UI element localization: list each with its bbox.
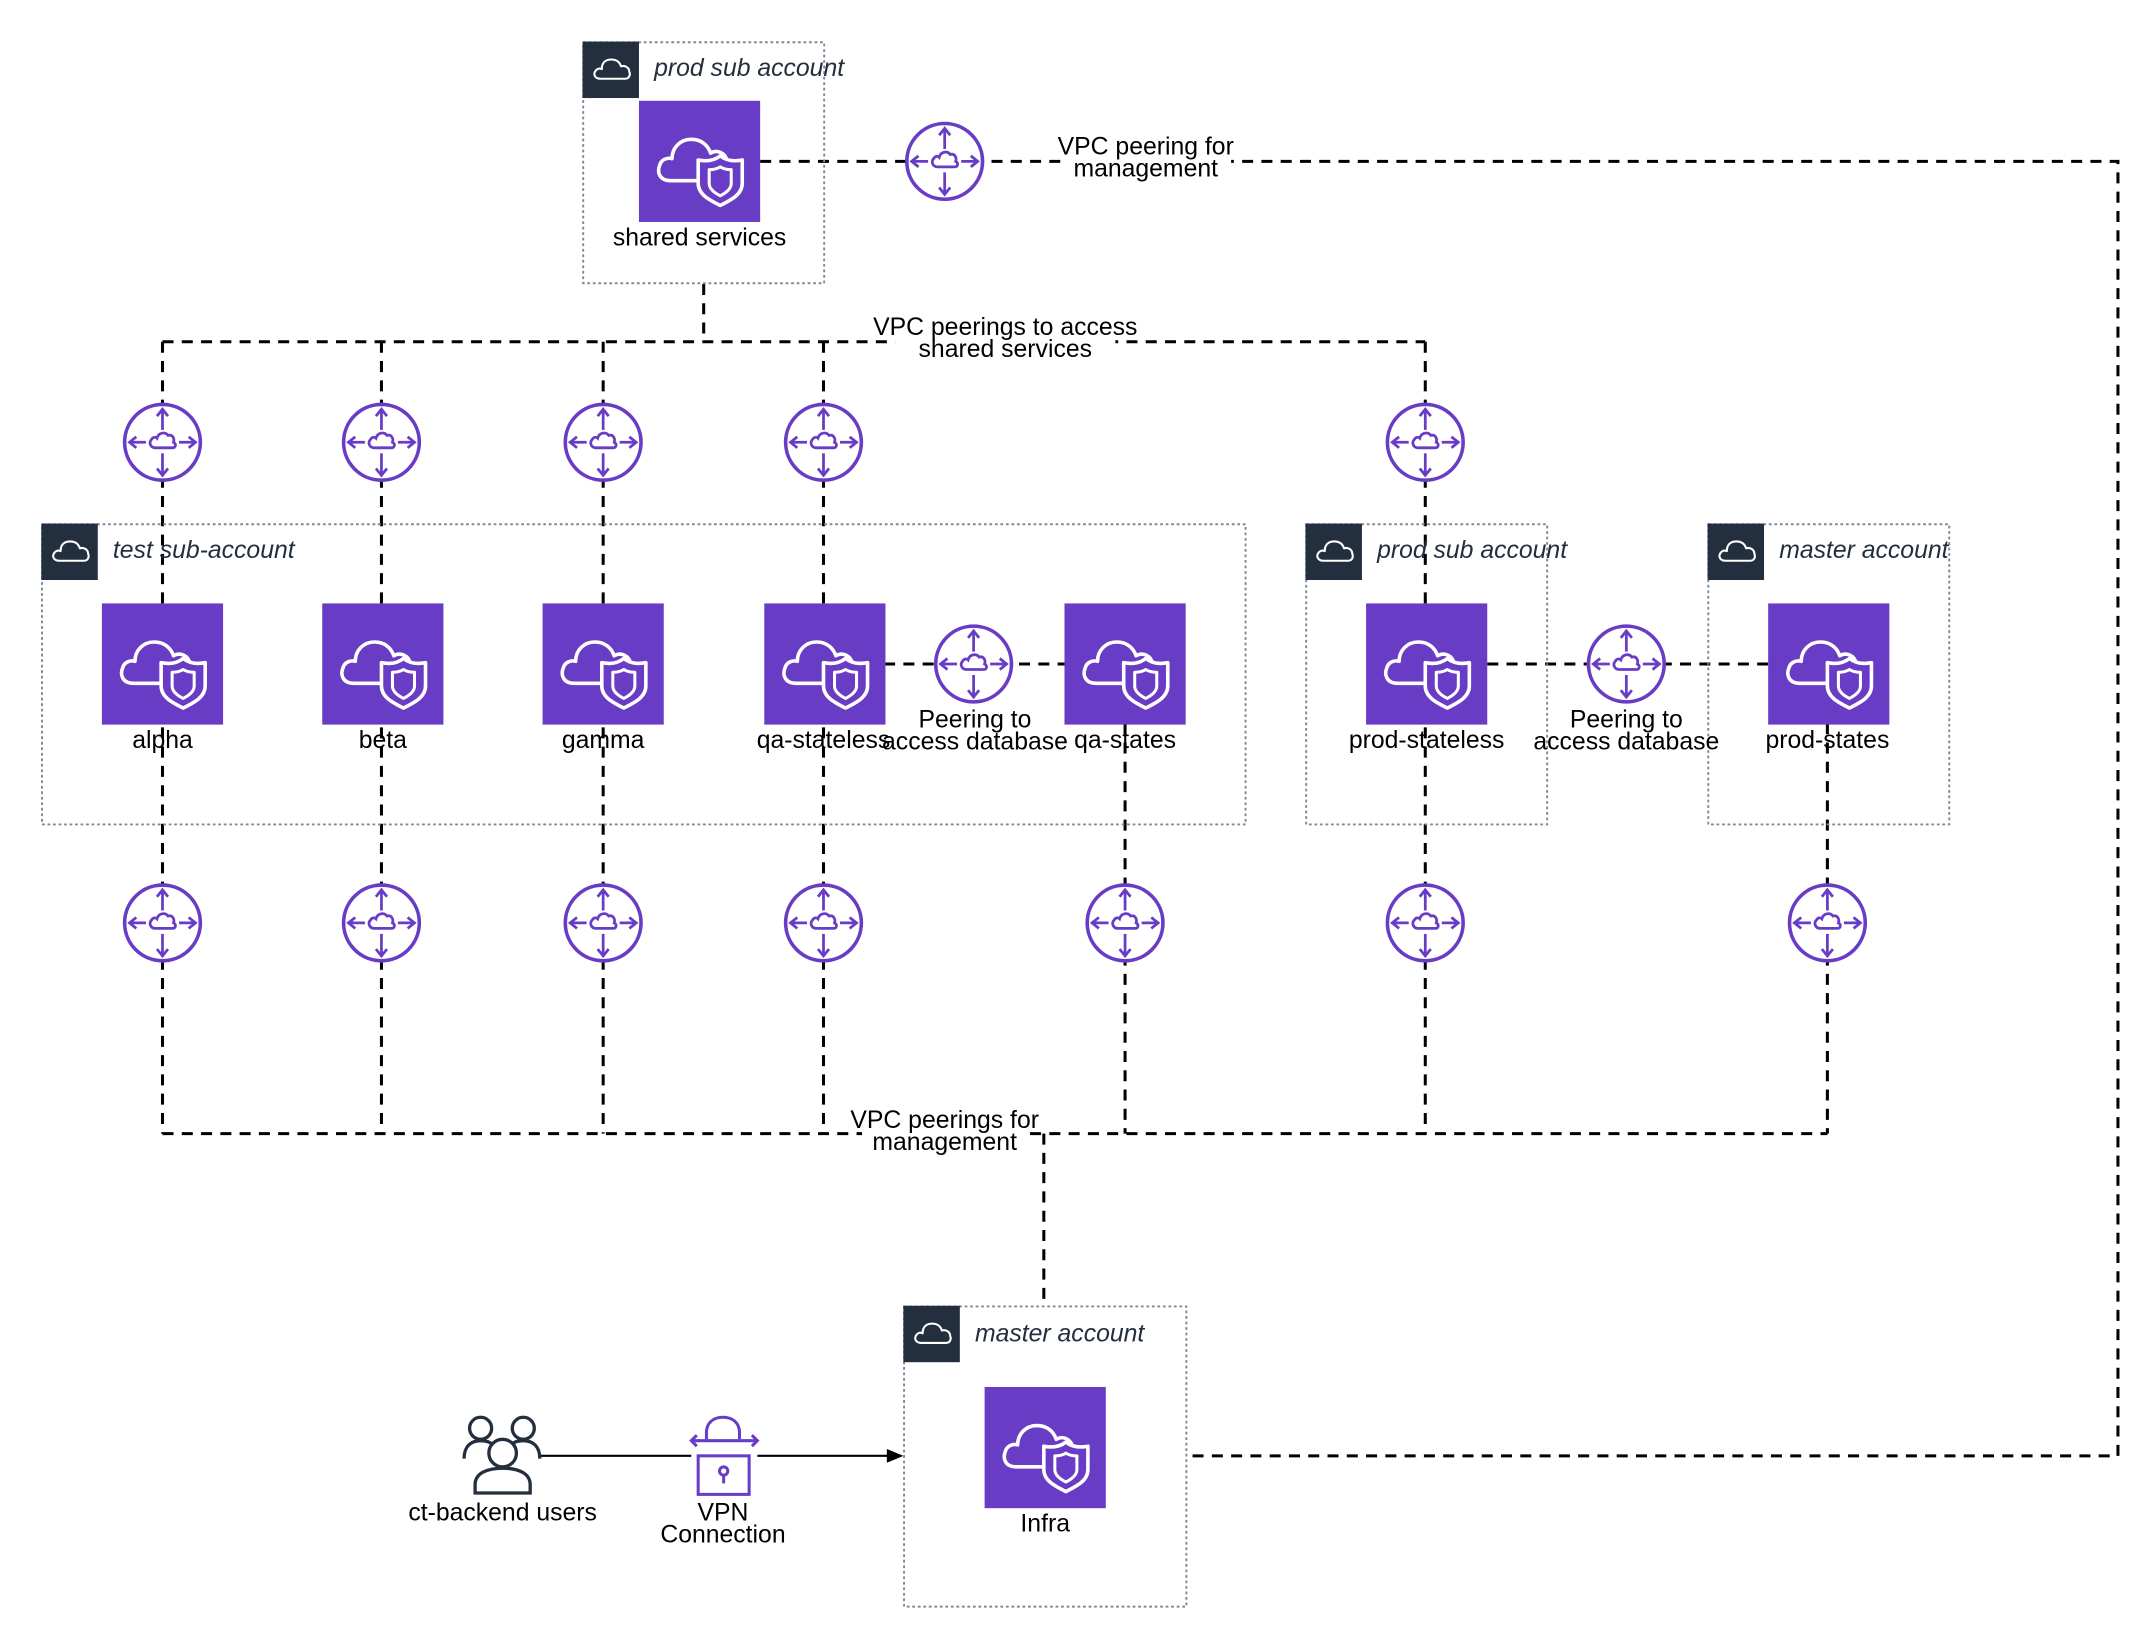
vpc-beta[interactable]: beta <box>320 601 446 754</box>
edge-label-prod-peering: Peering to access database <box>1533 706 1719 755</box>
edge-label-qa-peering: Peering to access database <box>882 706 1068 755</box>
edge-label-mgmt-top: VPC peering for management <box>1058 133 1234 185</box>
peering-router-icon <box>563 402 643 482</box>
cloud-shield-icon <box>637 98 762 224</box>
svg-text:VPC peerings for: VPC peerings for <box>850 1107 1039 1134</box>
vpc-qa-stateless[interactable]: qa-stateless <box>757 601 891 754</box>
account-prod-top: prod sub account <box>581 40 845 285</box>
users-icon <box>462 1415 542 1495</box>
edge-label-shared-access: VPC peerings to access shared services <box>873 314 1137 364</box>
peering-icons <box>122 121 1868 963</box>
vpc-label: shared services <box>613 224 786 251</box>
cloud-shield-icon <box>100 601 225 727</box>
peering-router-icon <box>341 883 422 963</box>
peering-router-icon <box>122 402 203 482</box>
users-label: ct-backend users <box>408 1500 597 1527</box>
peering-router-icon <box>563 883 643 963</box>
cloud-shield-icon <box>982 1385 1108 1510</box>
cloud-shield-icon <box>1062 601 1188 727</box>
cloud-account-icon <box>581 40 640 100</box>
vpn-node[interactable]: VPN Connection <box>660 1415 786 1549</box>
vpn-label-line2: Connection <box>660 1522 785 1549</box>
peering-router-icon <box>1385 883 1465 963</box>
vpc-label: beta <box>359 727 407 754</box>
vpc-label: qa-stateless <box>757 727 891 754</box>
peering-router-icon <box>783 402 864 482</box>
peering-router-icon <box>341 402 422 482</box>
vpn-label-line1: VPN <box>697 1500 748 1527</box>
vpc-alpha[interactable]: alpha <box>100 601 225 754</box>
peering-router-icon <box>1586 624 1666 704</box>
cloud-shield-icon <box>1364 601 1490 727</box>
peering-router-icon <box>905 121 985 202</box>
cloud-account-icon <box>1304 522 1363 582</box>
vpc-label: Infra <box>1020 1511 1070 1538</box>
account-label: master account <box>1779 537 1949 564</box>
vpc-label: qa-states <box>1074 727 1176 754</box>
account-label: test sub-account <box>113 537 296 564</box>
svg-text:Peering to: Peering to <box>1570 706 1683 733</box>
vpc-label: gamma <box>562 727 645 754</box>
vpc-gamma[interactable]: gamma <box>540 601 666 754</box>
svg-text:shared services: shared services <box>919 336 1092 363</box>
account-test: test sub-account <box>40 522 1247 826</box>
cloud-shield-icon <box>762 601 888 727</box>
vpc-prod-states[interactable]: prod-states <box>1765 601 1892 754</box>
svg-text:access database: access database <box>882 728 1068 755</box>
svg-text:VPC peering for: VPC peering for <box>1058 133 1234 160</box>
cloud-shield-icon <box>320 601 446 727</box>
account-master-bottom: master account <box>902 1304 1188 1608</box>
svg-text:access database: access database <box>1533 728 1719 755</box>
account-label: prod sub account <box>653 55 845 82</box>
svg-text:Peering to: Peering to <box>919 706 1032 733</box>
cloud-account-icon <box>40 522 99 582</box>
cloud-shield-icon <box>540 601 666 727</box>
account-label: master account <box>975 1321 1145 1348</box>
peering-router-icon <box>1787 883 1868 963</box>
vpn-lock-icon <box>689 1415 760 1496</box>
vpc-prod-stateless[interactable]: prod-stateless <box>1349 601 1505 754</box>
peering-router-icon <box>122 883 203 963</box>
vpc-label: prod-stateless <box>1349 727 1505 754</box>
edge-label-mgmt-bottom: VPC peerings for management <box>850 1107 1039 1156</box>
connection-lines <box>160 159 2120 1463</box>
cloud-account-icon <box>1706 522 1766 582</box>
account-label: prod sub account <box>1376 537 1568 564</box>
svg-text:VPC peerings to access: VPC peerings to access <box>873 314 1137 341</box>
svg-text:management: management <box>1073 156 1218 183</box>
vpc-label: prod-states <box>1765 727 1889 754</box>
vpc-infra[interactable]: Infra <box>982 1385 1108 1538</box>
peering-router-icon <box>1385 402 1465 482</box>
cloud-account-icon <box>902 1304 961 1364</box>
peering-router-icon <box>933 624 1014 704</box>
cloud-shield-icon <box>1766 601 1892 727</box>
peering-router-icon <box>783 883 864 963</box>
svg-text:management: management <box>872 1129 1017 1156</box>
vpc-label: alpha <box>132 727 193 754</box>
users-node[interactable]: ct-backend users <box>408 1415 597 1527</box>
vpc-qa-states[interactable]: qa-states <box>1062 601 1188 754</box>
peering-router-icon <box>1085 883 1165 963</box>
vpc-shared-services[interactable]: shared services <box>613 98 786 252</box>
